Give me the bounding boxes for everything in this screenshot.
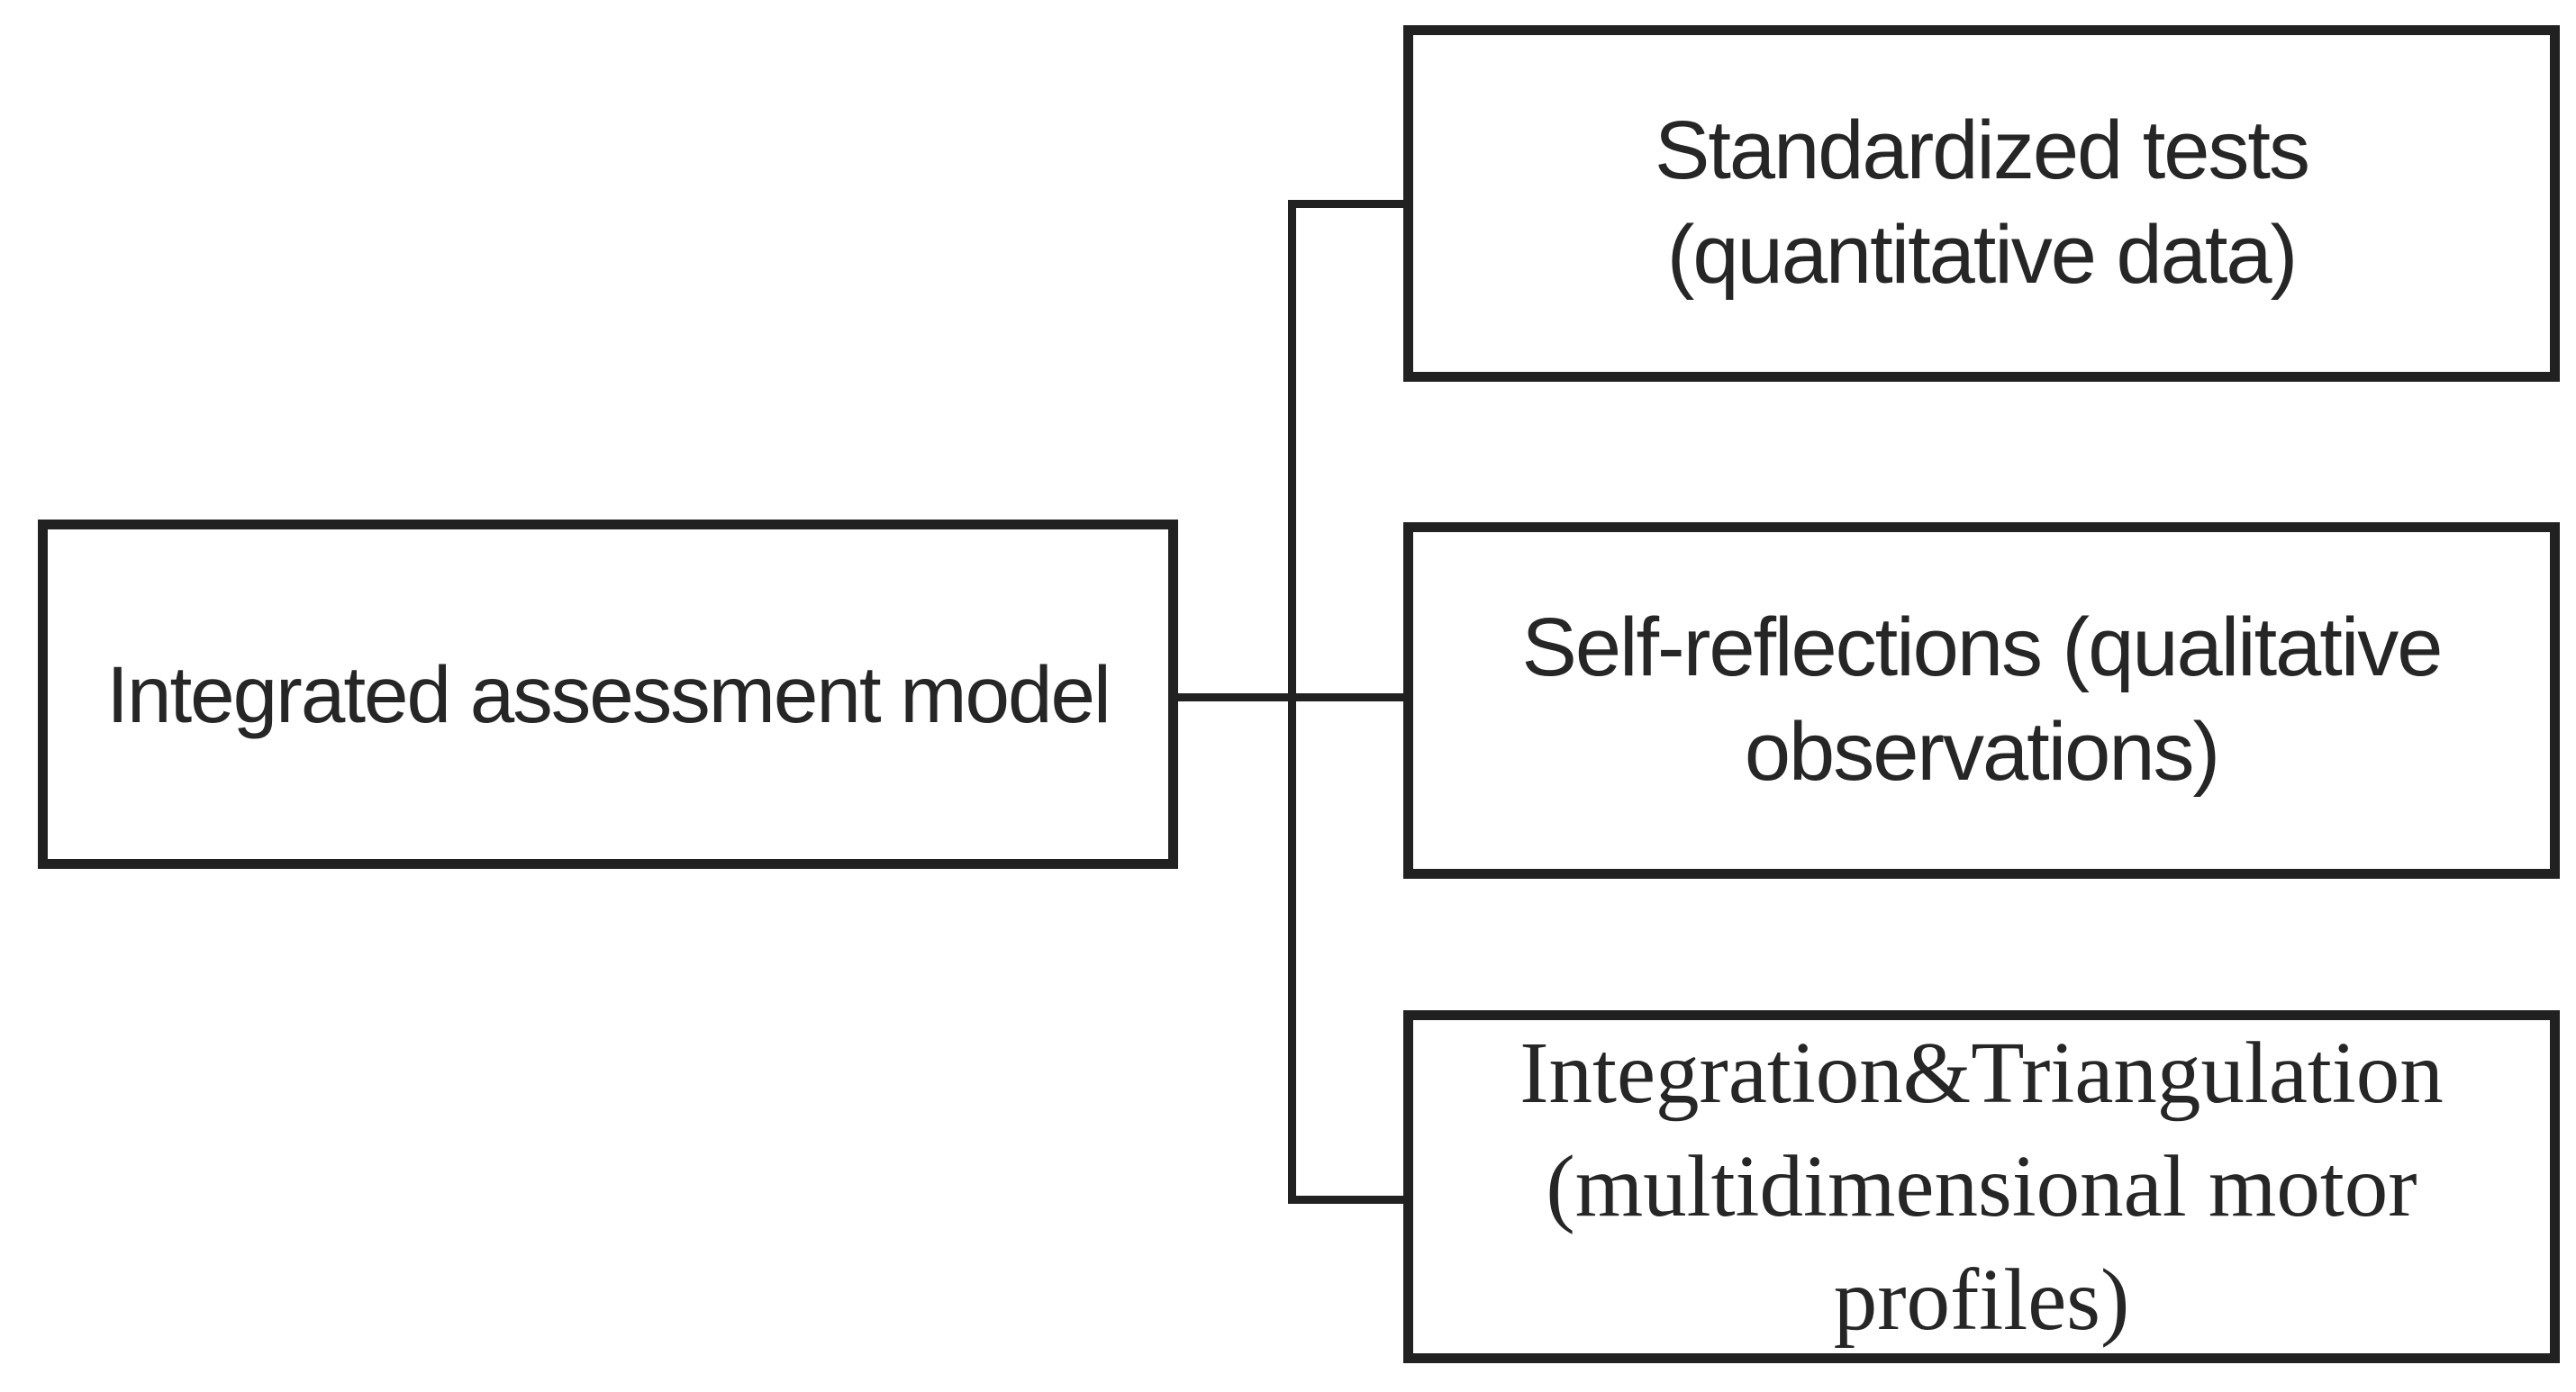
node-label-line: (quantitative data) [1666,209,2298,301]
node-integrated-assessment-model: Integrated assessment model [38,520,1178,869]
node-label-line: Integration&Triangulation [1519,1024,2444,1121]
node-label: Self-reflections (qualitative observatio… [1413,596,2550,805]
node-label-line: Integrated assessment model [106,648,1111,739]
connector-root-to-middle [1178,693,1405,701]
connector-elbow-bottom [1288,1196,1403,1204]
node-label-line: (multidimensional motor [1546,1137,2417,1234]
node-label-line: Standardized tests [1654,104,2310,197]
node-label: Standardized tests (quantitative data) [1413,99,2550,308]
node-label-line: Self-reflections (qualitative [1521,601,2444,694]
connector-elbow-top [1288,200,1403,208]
node-standardized-tests: Standardized tests (quantitative data) [1403,25,2560,382]
node-label: Integrated assessment model [48,644,1168,745]
node-integration-triangulation: Integration&Triangulation (multidimensio… [1403,1010,2560,1363]
node-self-reflections: Self-reflections (qualitative observatio… [1403,522,2560,879]
connector-trunk-vertical [1288,200,1296,1204]
node-label-line: profiles) [1833,1252,2130,1349]
node-label: Integration&Triangulation (multidimensio… [1413,1017,2550,1357]
node-label-line: observations) [1744,706,2220,798]
